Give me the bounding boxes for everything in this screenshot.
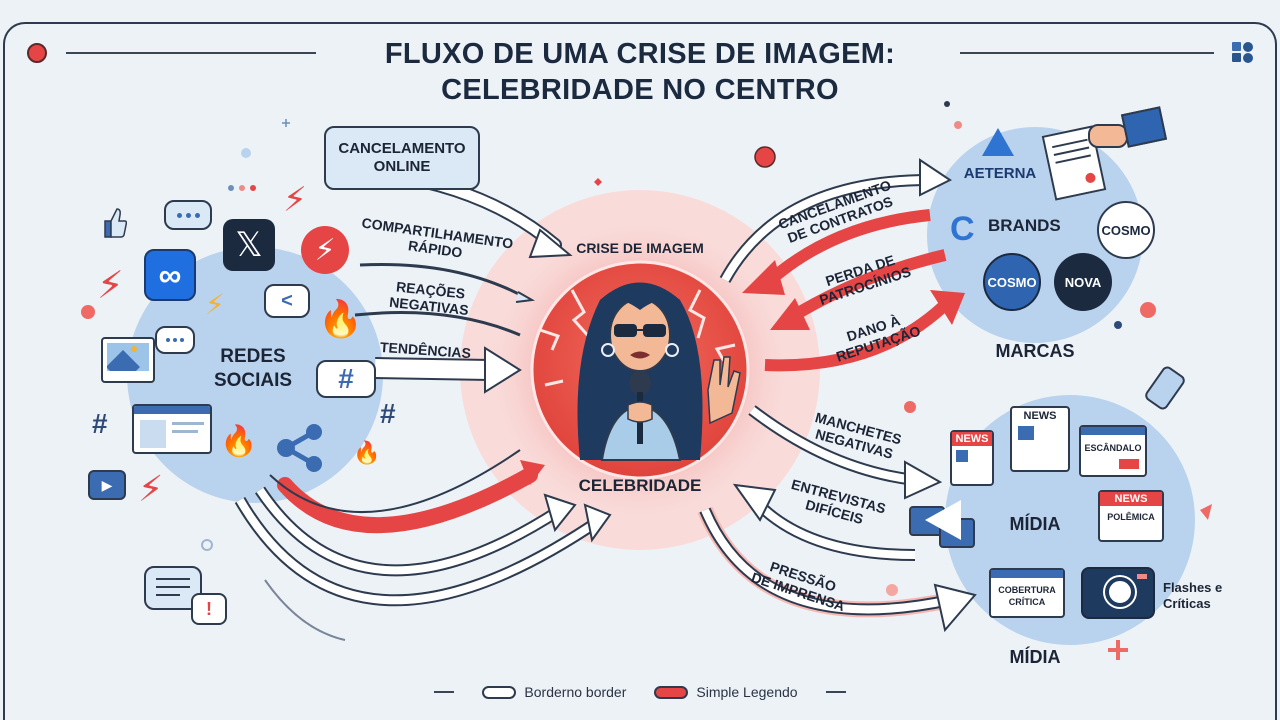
- brand-cosmo-blue: COSMO: [983, 253, 1041, 311]
- title-rule-left: [66, 52, 316, 54]
- crack-lines: [539, 289, 736, 387]
- brands-cluster-label: MARCAS: [995, 341, 1075, 361]
- lightning-icon: ⚡: [205, 289, 225, 320]
- lightning-icon: ⚡: [283, 181, 307, 219]
- brand-nova: NOVA: [1054, 253, 1112, 311]
- page-title: FLUXO DE UMA CRISE DE IMAGEM: CELEBRIDAD…: [0, 36, 1280, 108]
- red-dot-icon: [27, 43, 47, 63]
- cancelamento-online-bubble: CANCELAMENTO ONLINE: [324, 126, 480, 190]
- thumbs-up-icon: [103, 207, 128, 239]
- grid-app-icon: [1232, 42, 1254, 64]
- brand-cosmo-white: COSMO: [1097, 201, 1155, 259]
- lightning-icon: ⚡: [138, 468, 164, 509]
- media-cluster-label: MÍDIA: [1009, 514, 1061, 534]
- contract-hand-icon: [1041, 106, 1168, 201]
- megaphone-chat-icon: [909, 500, 975, 554]
- lightning-badge-icon: ⚡: [301, 226, 349, 274]
- center-top-label: CRISE DE IMAGEM: [576, 240, 704, 256]
- right-bottom-flow-arrows: [697, 405, 977, 633]
- chat-bubble-icon: [164, 200, 212, 230]
- share-bubble-icon: <: [264, 284, 310, 318]
- news-cobertura: COBERTURA CRÍTICA: [989, 568, 1065, 618]
- camera-icon: [1081, 567, 1155, 619]
- hashtag-icon: #: [380, 398, 396, 429]
- fire-icon: 🔥: [220, 425, 258, 458]
- browser-window-icon: [132, 404, 212, 454]
- chat-bubble-icon: [155, 326, 195, 354]
- video-camera-icon: ▶: [88, 470, 126, 500]
- diagram-frame: [3, 22, 1277, 720]
- media-cluster-label-bottom: MÍDIA: [1009, 647, 1061, 667]
- fire-icon: 🔥: [353, 440, 381, 465]
- title-rule-right: [960, 52, 1214, 54]
- center-bottom-label: CELEBRIDADE: [578, 476, 702, 495]
- alert-chat-icon: [144, 566, 202, 610]
- news-polemica: NEWS POLÊMICA: [1098, 490, 1164, 542]
- bottom-left-sweep-arrows: [234, 449, 612, 641]
- celebrity-illustration: [577, 282, 741, 461]
- image-post-icon: [101, 337, 155, 383]
- share-icon: [274, 420, 328, 476]
- news-escandalo: ESCÂNDALO: [1079, 425, 1147, 477]
- lightning-icon: ⚡: [97, 265, 124, 307]
- social-cluster-label: REDES SOCIAIS: [213, 346, 293, 391]
- legend: Borderno border Simple Legendo: [0, 684, 1280, 700]
- brands-logo-icon: C: [950, 210, 975, 248]
- brand-aeterna: AETERNA: [963, 165, 1037, 182]
- alert-icon: !: [191, 593, 227, 625]
- meta-logo-icon: ∞: [144, 249, 196, 301]
- legend-swatch-white: [482, 685, 517, 699]
- camera-caption: Flashes e Críticas: [1163, 580, 1223, 611]
- hashtag-icon: #: [92, 408, 108, 439]
- right-top-flow-arrows: [719, 158, 965, 372]
- legend-item-white: Borderno border: [482, 684, 626, 700]
- news-newspaper: NEWS: [1010, 406, 1070, 472]
- title-line-1: FLUXO DE UMA CRISE DE IMAGEM:: [384, 38, 896, 70]
- hashtag-bubble-icon: #: [316, 360, 376, 398]
- x-logo-icon: 𝕏: [223, 219, 275, 271]
- legend-swatch-red: [654, 685, 689, 699]
- decorative-dots: [81, 101, 1212, 660]
- title-line-2: CELEBRIDADE NO CENTRO: [441, 74, 839, 106]
- fire-icon: 🔥: [318, 298, 363, 339]
- news-card: NEWS: [950, 430, 994, 486]
- brand-brands: BRANDS: [988, 216, 1061, 235]
- legend-item-red: Simple Legendo: [654, 684, 798, 700]
- aeterna-logo-icon: [982, 128, 1014, 156]
